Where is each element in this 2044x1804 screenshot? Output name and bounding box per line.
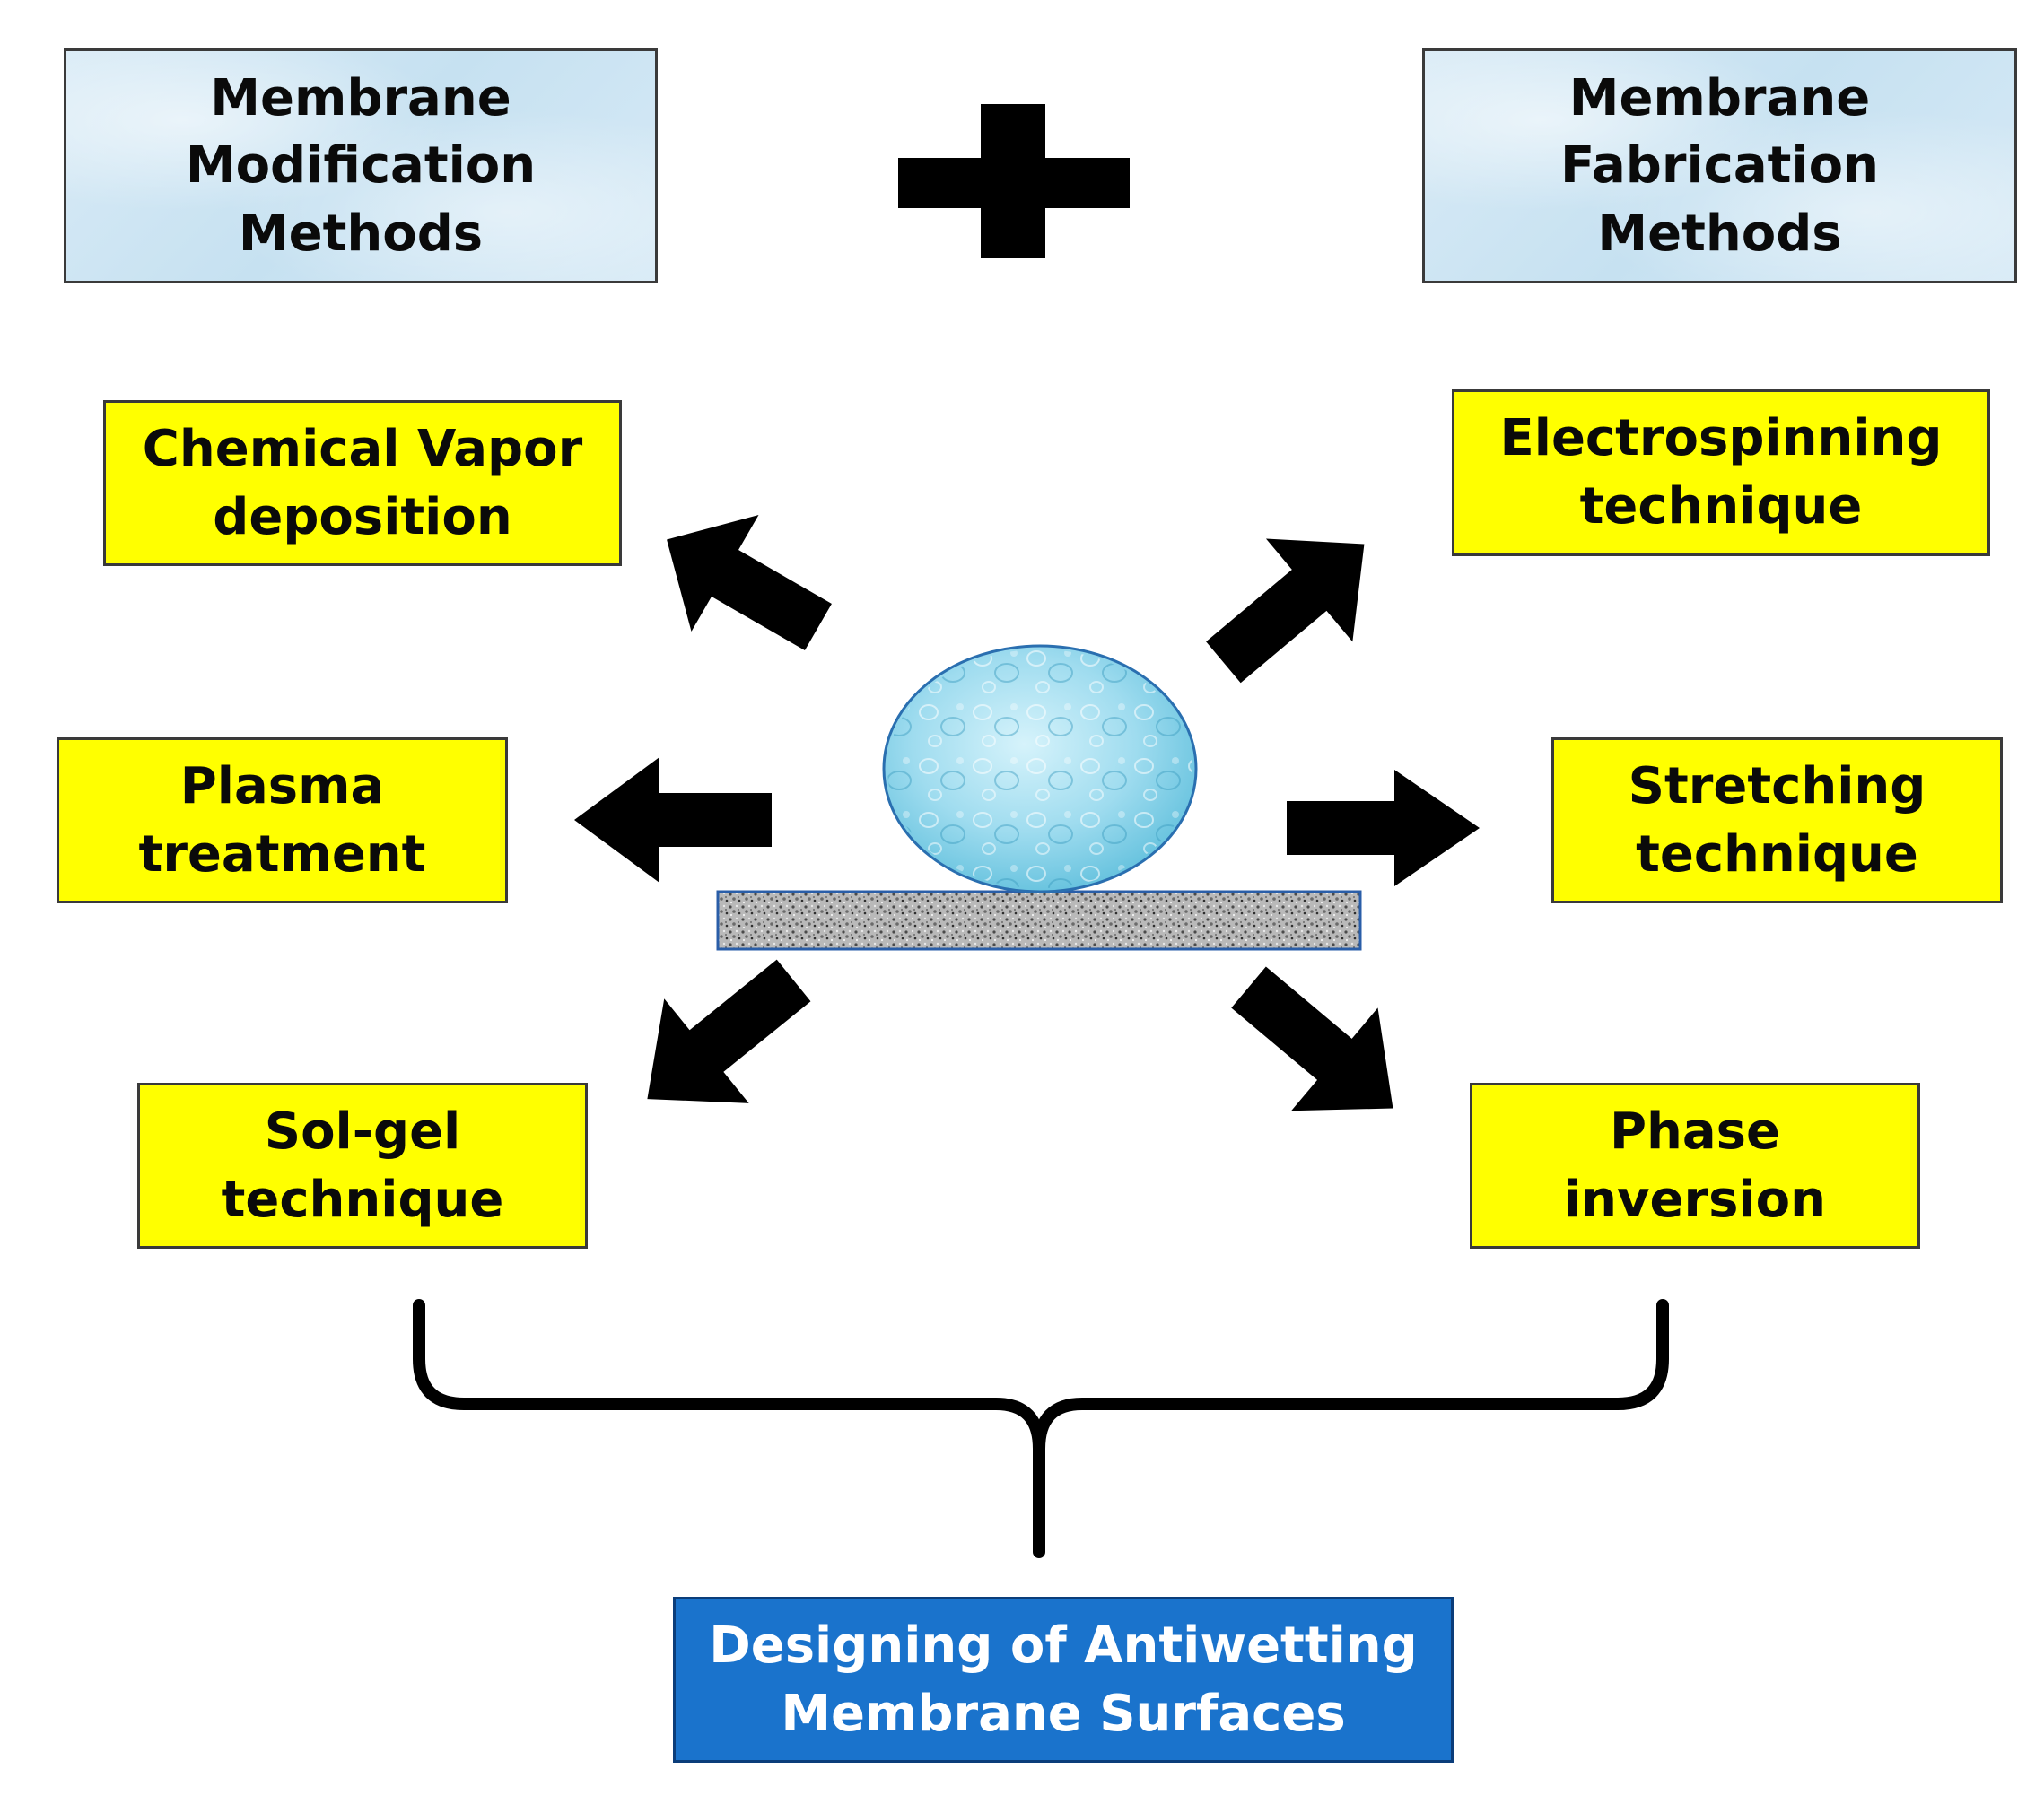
phase-inversion-box: Phase inversion — [1470, 1083, 1920, 1249]
sol-gel-box: Sol-gel technique — [137, 1083, 588, 1249]
arrow-to-stretching — [1287, 770, 1480, 886]
electrospinning-box: Electrospinning technique — [1452, 389, 1990, 556]
stretching-box: Stretching technique — [1551, 737, 2003, 903]
cvd-box: Chemical Vapor deposition — [103, 400, 622, 566]
plasma-treatment-label: Plasma treatment — [138, 756, 426, 884]
arrow-to-phase-inversion — [1231, 966, 1393, 1111]
electrospinning-label: Electrospinning technique — [1499, 409, 1943, 536]
cvd-label: Chemical Vapor deposition — [142, 419, 583, 546]
antiwetting-result-box: Designing of Antiwetting Membrane Surfac… — [673, 1597, 1454, 1763]
sol-gel-label: Sol-gel technique — [221, 1102, 504, 1229]
water-droplet-icon — [882, 644, 1198, 893]
arrow-to-solgel — [647, 959, 811, 1103]
fabrication-methods-header: Membrane Fabrication Methods — [1422, 48, 2017, 283]
arrow-to-cvd — [667, 515, 832, 650]
fabrication-methods-label: Membrane Fabrication Methods — [1560, 68, 1879, 263]
antiwetting-result-label: Designing of Antiwetting Membrane Surfac… — [709, 1616, 1418, 1743]
plus-icon — [898, 104, 1130, 258]
arrow-to-plasma — [574, 757, 772, 883]
plasma-treatment-box: Plasma treatment — [57, 737, 508, 903]
modification-methods-label: Membrane Modification Methods — [185, 68, 537, 263]
curly-brace-icon — [413, 1299, 1669, 1558]
membrane-substrate-icon — [716, 890, 1362, 951]
arrow-to-electrospinning — [1206, 538, 1365, 684]
phase-inversion-label: Phase inversion — [1563, 1102, 1827, 1229]
stretching-label: Stretching technique — [1628, 756, 1926, 884]
modification-methods-header: Membrane Modification Methods — [64, 48, 658, 283]
